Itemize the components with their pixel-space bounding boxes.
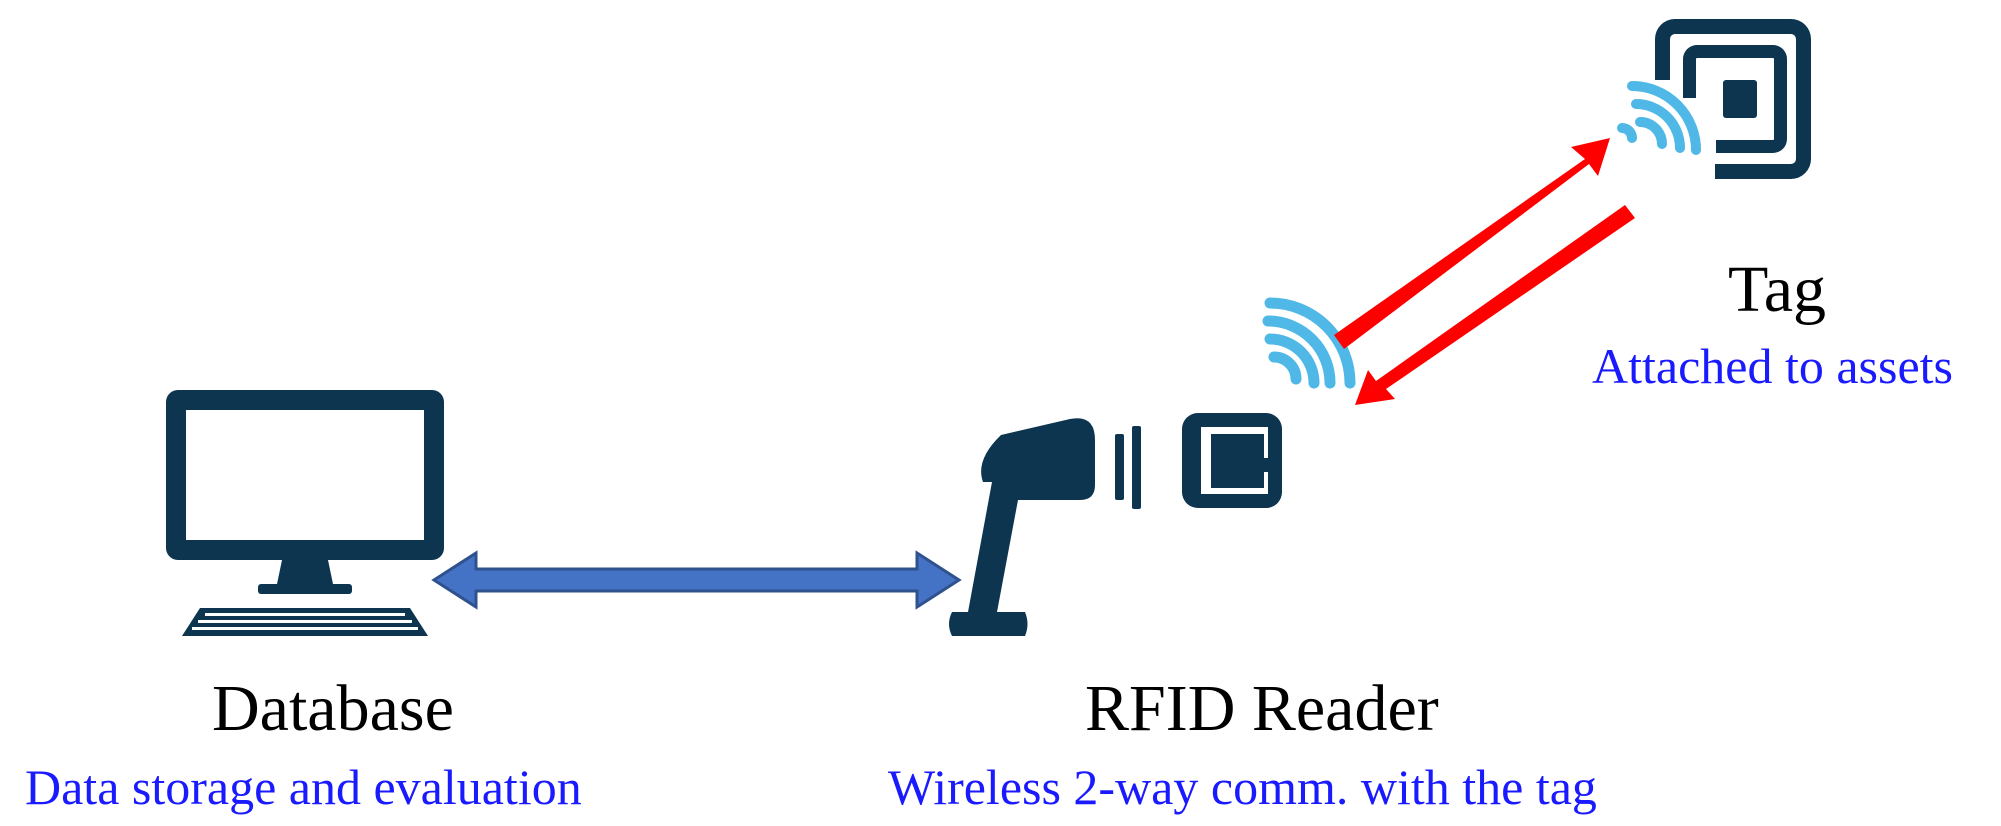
database-title: Database [212, 672, 454, 745]
rfid-tag-icon [1617, 19, 1811, 179]
reader-signal-waves-icon [1262, 297, 1356, 389]
tag-title: Tag [1728, 253, 1827, 326]
tag-subtitle: Attached to assets [1592, 338, 1954, 394]
desktop-computer-icon [166, 390, 444, 636]
rf-communication-arrows [1334, 138, 1635, 405]
rfid-handheld-reader-icon [949, 413, 1282, 636]
reader-title: RFID Reader [1085, 672, 1439, 745]
reader-database-link-arrow [431, 550, 962, 610]
reader-subtitle: Wireless 2-way comm. with the tag [888, 759, 1597, 815]
tag-to-reader-arrow [1355, 205, 1635, 405]
reader-to-tag-arrow [1334, 138, 1610, 349]
database-subtitle: Data storage and evaluation [25, 759, 582, 815]
